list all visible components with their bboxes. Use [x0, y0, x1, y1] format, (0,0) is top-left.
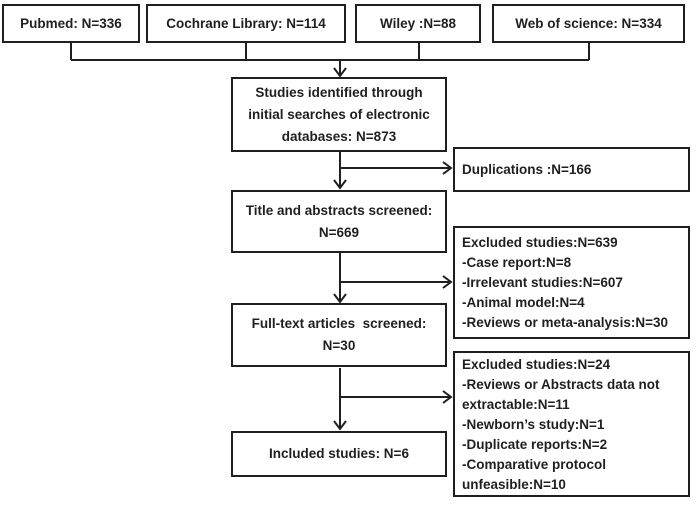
exclusion-text-line: -Comparative protocol unfeasible:N=10 — [462, 457, 610, 492]
stage-text-line: Studies identified through — [255, 84, 423, 100]
exclusion-text-line: -Reviews or meta-analysis:N=30 — [462, 315, 668, 330]
source-label-web-of-science: Web of science: N=334 — [515, 16, 662, 31]
exclusion-text-line: Excluded studies:N=639 — [462, 235, 618, 250]
source-box-pubmed: Pubmed: N=336 — [2, 4, 140, 43]
exclusion-text-line: Duplications :N=166 — [462, 161, 592, 177]
exclusion-text-line: -Animal model:N=4 — [462, 295, 585, 310]
stage-text-line: N=669 — [318, 224, 360, 240]
exclusion-text-line: -Case report:N=8 — [462, 255, 572, 270]
stage-text-line: Included studies: N=6 — [269, 446, 409, 461]
source-label-wiley: Wiley :N=88 — [379, 16, 457, 31]
stage-text-line: initial searches of electronic — [248, 106, 430, 122]
exclusion-text-line: -Duplicate reports:N=2 — [462, 437, 608, 452]
exclusion-text-line: Excluded studies:N=24 — [462, 357, 611, 372]
source-label-cochrane: Cochrane Library: N=114 — [166, 16, 326, 31]
stage-text-line: databases: N=873 — [281, 128, 397, 144]
exclusion-box-fulltext: Excluded studies:N=24 -Reviews or Abstra… — [453, 351, 690, 497]
exclusion-text-line: -Newborn’s study:N=1 — [462, 417, 605, 432]
stage-text-line: Title and abstracts screened: — [245, 202, 433, 218]
stage-text-line: N=30 — [322, 338, 356, 353]
stage-box-included-studies: Included studies: N=6 — [231, 431, 447, 477]
source-label-pubmed: Pubmed: N=336 — [20, 16, 122, 31]
exclusion-box-screening: Excluded studies:N=639 -Case report:N=8 … — [453, 226, 690, 339]
stage-box-identification: Studies identified through initial searc… — [231, 77, 447, 152]
stage-text-line: Full-text articles screened: — [251, 316, 427, 331]
exclusion-text-line: -Reviews or Abstracts data not extractab… — [462, 377, 664, 412]
source-box-web-of-science: Web of science: N=334 — [492, 4, 685, 43]
stage-box-title-abstract-screening: Title and abstracts screened: N=669 — [231, 190, 447, 253]
stage-box-fulltext-screening: Full-text articles screened: N=30 — [231, 303, 447, 367]
exclusion-box-duplications: Duplications :N=166 — [453, 147, 690, 192]
source-box-cochrane: Cochrane Library: N=114 — [146, 4, 346, 43]
source-box-wiley: Wiley :N=88 — [355, 4, 481, 43]
exclusion-text-line: -Irrelevant studies:N=607 — [462, 275, 623, 290]
